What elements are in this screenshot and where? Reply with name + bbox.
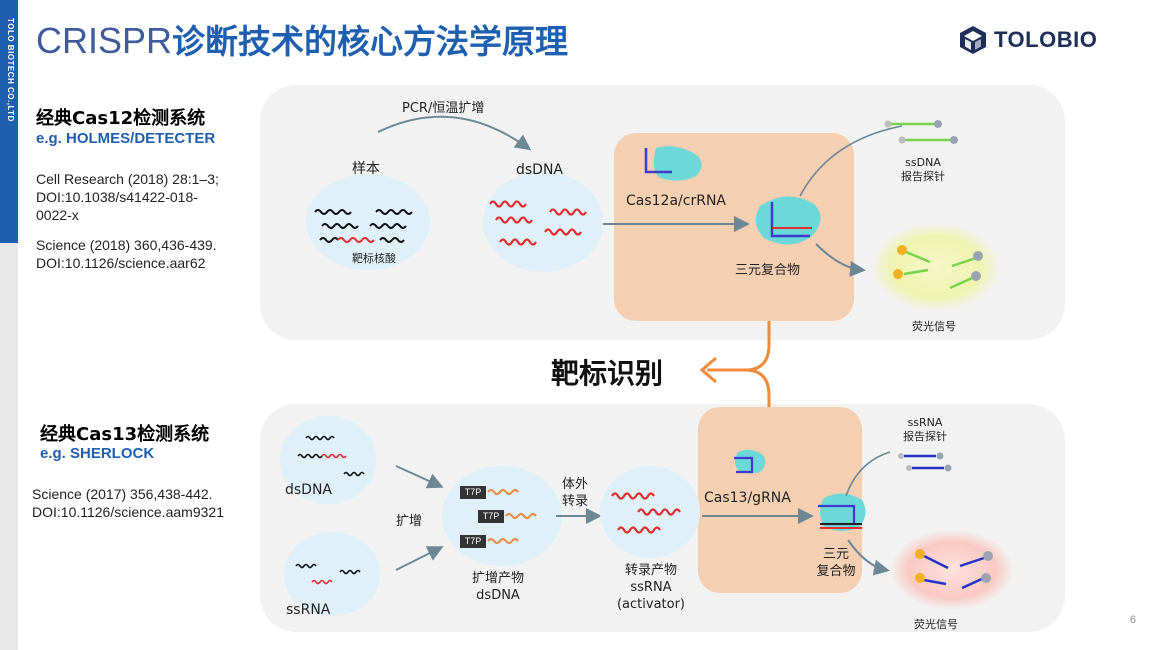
- ivt-line: 体外: [561, 477, 588, 492]
- to-fluor-arrow-13: [847, 539, 890, 576]
- dsdna-ellipse: [483, 172, 603, 272]
- ssrna-probes: [898, 452, 952, 472]
- ssrna-label-13: ssRNA: [286, 602, 331, 618]
- recognition-arrow-top: [707, 321, 771, 372]
- target-strand: [337, 237, 375, 243]
- cas13-refs: Science (2017) 356,438-442. DOI:10.1126/…: [32, 485, 262, 521]
- ref-line: DOI:10.1126/science.aam9321: [32, 504, 224, 520]
- ref-line: DOI:10.1038/s41422-018-: [36, 189, 198, 205]
- sample-ellipse: [306, 174, 430, 270]
- ssrna-strands-13: [295, 563, 361, 575]
- ref-line: Science (2018) 360,436-439.: [36, 237, 217, 253]
- ref-line: Cell Research (2018) 28:1–3;: [36, 171, 219, 187]
- ssrna-probe-label: ssRNA 报告探针: [900, 416, 950, 444]
- probe-line: ssDNA: [905, 156, 941, 169]
- dsdna-label: dsDNA: [516, 162, 564, 178]
- recognition-arrowhead: [699, 356, 717, 384]
- ref-line: Science (2017) 356,438-442.: [32, 486, 213, 502]
- transcript-strands: [611, 492, 681, 534]
- company-logo: TOLOBIO: [958, 24, 1097, 56]
- recognition-arrow-bottom: [744, 368, 771, 407]
- pcr-arrow: [377, 115, 532, 151]
- fluorescence-blob-red: [890, 530, 1014, 610]
- ref-line: DOI:10.1126/science.aar62: [36, 255, 206, 271]
- ref-line: 0022-x: [36, 207, 79, 223]
- cas12-example: e.g. HOLMES/DETECTER: [36, 130, 216, 147]
- fluor-cleaved-ssrna: [915, 549, 993, 590]
- t7p-tag: T7P: [482, 511, 500, 521]
- ternary-complex-13: [818, 493, 866, 531]
- ternary-complex-12: [755, 196, 821, 245]
- target-label: 靶标核酸: [352, 252, 396, 265]
- dsdna-ellipse-13: [280, 416, 376, 504]
- probe-line: ssRNA: [907, 416, 943, 429]
- amplicon-line: 扩增产物: [471, 571, 524, 586]
- probe-line: 报告探针: [901, 170, 945, 183]
- ternary-label-12: 三元复合物: [735, 263, 801, 278]
- transcript-line: 转录产物: [624, 563, 677, 578]
- company-name: TOLO BIOTECH CO.,LTD: [6, 18, 15, 122]
- sample-dna-strands: [314, 209, 413, 243]
- t7p-tag: T7P: [464, 487, 482, 497]
- cas12a-label: Cas12a/crRNA: [626, 193, 726, 209]
- cas13-label: Cas13/gRNA: [704, 490, 791, 506]
- logo-text: TOLOBIO: [994, 27, 1098, 52]
- dsdna-target-13: [321, 453, 347, 459]
- amplify-arrow-a: [395, 465, 444, 489]
- probe-connector-13: [845, 451, 891, 497]
- cas12a-protein: [644, 146, 702, 181]
- ternary-line: 三元: [822, 547, 849, 562]
- sample-label: 样本: [352, 161, 380, 177]
- tolobio-logo-icon: [960, 26, 986, 54]
- pcr-label: PCR/恒温扩增: [402, 101, 485, 116]
- probe-connector: [799, 125, 903, 197]
- fluor-cleaved-ssdna: [893, 245, 983, 290]
- ssdna-probe-label: ssDNA 报告探针: [898, 156, 948, 184]
- amplicon-line: dsDNA: [476, 588, 520, 603]
- ternary-label-13: 三元 复合物: [806, 546, 866, 580]
- amplify-arrow-b: [395, 546, 444, 571]
- ivt-label: 体外 转录: [555, 476, 595, 510]
- fluorescence-blob-green: [872, 223, 1000, 311]
- cas12-title: 经典Cas12检测系统: [36, 108, 206, 129]
- ssrna-ellipse-13: [284, 532, 380, 616]
- transcript-line: (activator): [616, 597, 686, 612]
- title-latin: CRISPR: [36, 20, 173, 61]
- transcript-label: 转录产物 ssRNA (activator): [608, 562, 694, 613]
- cas13-title: 经典Cas13检测系统: [40, 424, 210, 445]
- ssdna-probes: [884, 120, 958, 144]
- to-fluor-arrow-12: [815, 243, 866, 277]
- probe-line: 报告探针: [903, 430, 947, 443]
- cas13-example: e.g. SHERLOCK: [40, 445, 155, 462]
- transcript-line: ssRNA: [630, 580, 672, 595]
- dsdna-strands: [489, 200, 587, 246]
- page-title: CRISPR诊断技术的核心方法学原理: [36, 18, 568, 65]
- amplify-label: 扩增: [396, 514, 423, 529]
- fluor-label-13: 荧光信号: [914, 618, 958, 631]
- page-number: 6: [1129, 614, 1136, 626]
- fluor-label-12: 荧光信号: [912, 320, 956, 333]
- ssrna-target-13: [311, 579, 333, 585]
- recognition-label: 靶标识别: [551, 357, 664, 390]
- left-sidebar: TOLO BIOTECH CO.,LTD: [0, 0, 18, 650]
- sidebar-accent-bar: [0, 0, 18, 243]
- title-cjk: 诊断技术的核心方法学原理: [172, 22, 569, 61]
- cas12-refs: Cell Research (2018) 28:1–3; DOI:10.1038…: [36, 170, 256, 272]
- cas13-protein: [734, 449, 766, 474]
- t7p-amplicons: [460, 486, 537, 548]
- ivt-line: 转录: [561, 494, 588, 509]
- ternary-line: 复合物: [816, 564, 856, 579]
- dsdna-label-13: dsDNA: [285, 482, 333, 498]
- dsdna-strands-13: [297, 435, 365, 477]
- amplicon-label: 扩增产物 dsDNA: [458, 570, 538, 604]
- t7p-tag: T7P: [464, 536, 482, 546]
